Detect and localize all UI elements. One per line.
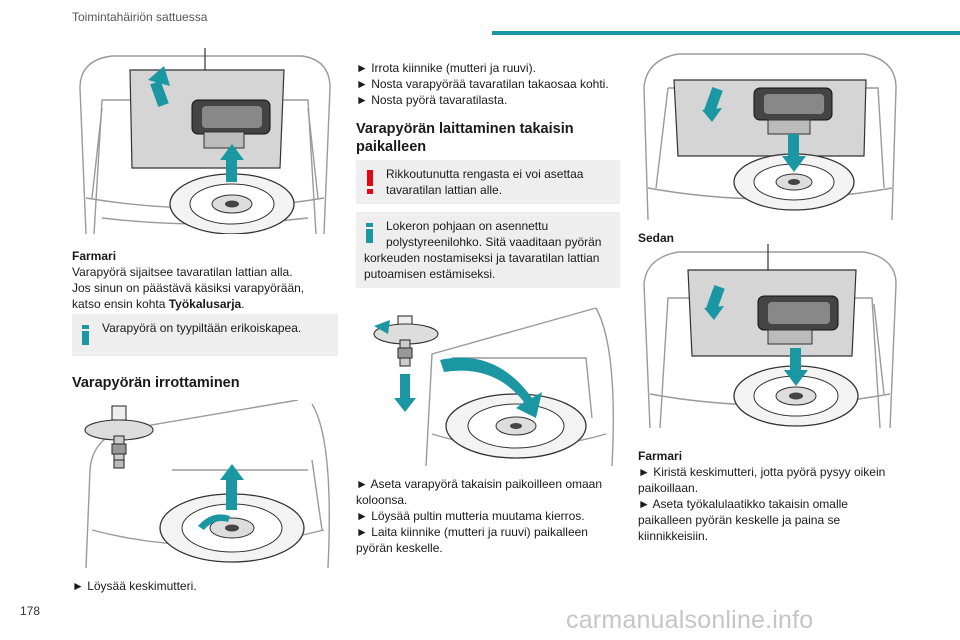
info2-line-1: Lokeron pohjaan on asennettu <box>386 219 549 233</box>
para1-line-3-text: katso ensin kohta <box>72 297 169 311</box>
refit-step-3: ► Laita kiinnike (mutteri ja ruuvi) paik… <box>356 525 588 539</box>
illustration-farmari-lower-floor <box>638 244 902 428</box>
refit-step-1: ► Aseta varapyörä takaisin paikoilleen o… <box>356 477 603 491</box>
caption-farmari-right: Farmari <box>638 449 683 463</box>
info2-line-4: putoamisen estämiseksi. <box>364 267 496 281</box>
header-accent-bar <box>492 31 960 35</box>
info-icon-2 <box>366 223 373 243</box>
heading-remove-spare: Varapyörän irrottaminen <box>72 375 240 391</box>
warning-line-2: tavaratilan lattian alle. <box>386 183 503 197</box>
info-note-polystyrene: Lokeron pohjaan on asennettu polystyreen… <box>356 212 620 288</box>
final-step-2: ► Aseta työkalulaatikko takaisin omalle <box>638 497 848 511</box>
heading-refit-line-1: Varapyörän laittaminen takaisin <box>356 121 574 137</box>
watermark: carmanualsonline.info <box>566 606 814 634</box>
step-loosen-nut: ► Löysää keskimutteri. <box>72 579 197 593</box>
para1-line-3: katso ensin kohta Työkalusarja. <box>72 296 304 312</box>
illustration-sedan-lower-floor <box>638 48 902 220</box>
spare-wheel-location-text: Varapyörä sijaitsee tavaratilan lattian … <box>72 264 304 312</box>
illustration-refit-spare <box>356 298 620 466</box>
caption-sedan: Sedan <box>638 231 675 245</box>
warning-line-1: Rikkoutunutta rengasta ei voi asettaa <box>386 167 584 181</box>
running-header: Toimintahäiriön sattuessa <box>72 10 208 24</box>
final-step-2b: paikalleen pyörän keskelle ja paina se <box>638 513 841 527</box>
info2-line-3: korkeuden nostamiseksi ja tavaratilan la… <box>364 251 600 265</box>
heading-refit-spare: Varapyörän laittaminen takaisin paikalle… <box>356 120 574 156</box>
step-lift-toward-rear: ► Nosta varapyörää tavaratilan takaosaa … <box>356 77 609 91</box>
step-remove-bracket: ► Irrota kiinnike (mutteri ja ruuvi). <box>356 61 536 75</box>
final-step-1b: paikoillaan. <box>638 481 699 495</box>
refit-step-3b: pyörän keskelle. <box>356 541 443 555</box>
warning-exclamation-icon <box>367 170 373 194</box>
toolkit-reference: Työkalusarja <box>168 297 242 311</box>
removal-steps: ► Irrota kiinnike (mutteri ja ruuvi). ► … <box>356 60 609 108</box>
para1-line-2: Jos sinun on päästävä käsiksi varapyörää… <box>72 281 305 295</box>
warning-note-damaged-tyre: Rikkoutunutta rengasta ei voi asettaa ta… <box>356 160 620 204</box>
refit-step-1b: koloonsa. <box>356 493 408 507</box>
info-note-spare-type: Varapyörä on tyypiltään erikoiskapea. <box>72 314 338 356</box>
refit-step-2: ► Löysää pultin mutteria muutama kierros… <box>356 509 585 523</box>
final-step-1: ► Kiristä keskimutteri, jotta pyörä pysy… <box>638 465 886 479</box>
caption-farmari-left: Farmari <box>72 249 117 263</box>
illustration-loosen-center-nut <box>72 400 338 568</box>
final-steps: ► Kiristä keskimutteri, jotta pyörä pysy… <box>638 464 885 544</box>
para1-end: . <box>241 297 245 311</box>
final-step-2c: kiinnikkeisiin. <box>638 529 709 543</box>
page-number: 178 <box>20 604 41 618</box>
info-icon <box>82 325 89 345</box>
illustration-trunk-floor-lifted <box>72 48 338 234</box>
step-lift-out: ► Nosta pyörä tavaratilasta. <box>356 93 508 107</box>
heading-refit-line-2: paikalleen <box>356 139 427 155</box>
refit-steps: ► Aseta varapyörä takaisin paikoilleen o… <box>356 476 602 556</box>
info-note-text: Varapyörä on tyypiltään erikoiskapea. <box>102 321 302 335</box>
info2-line-2: polystyreenilohko. Sitä vaaditaan pyörän <box>386 235 602 249</box>
para1-line-1: Varapyörä sijaitsee tavaratilan lattian … <box>72 265 293 279</box>
